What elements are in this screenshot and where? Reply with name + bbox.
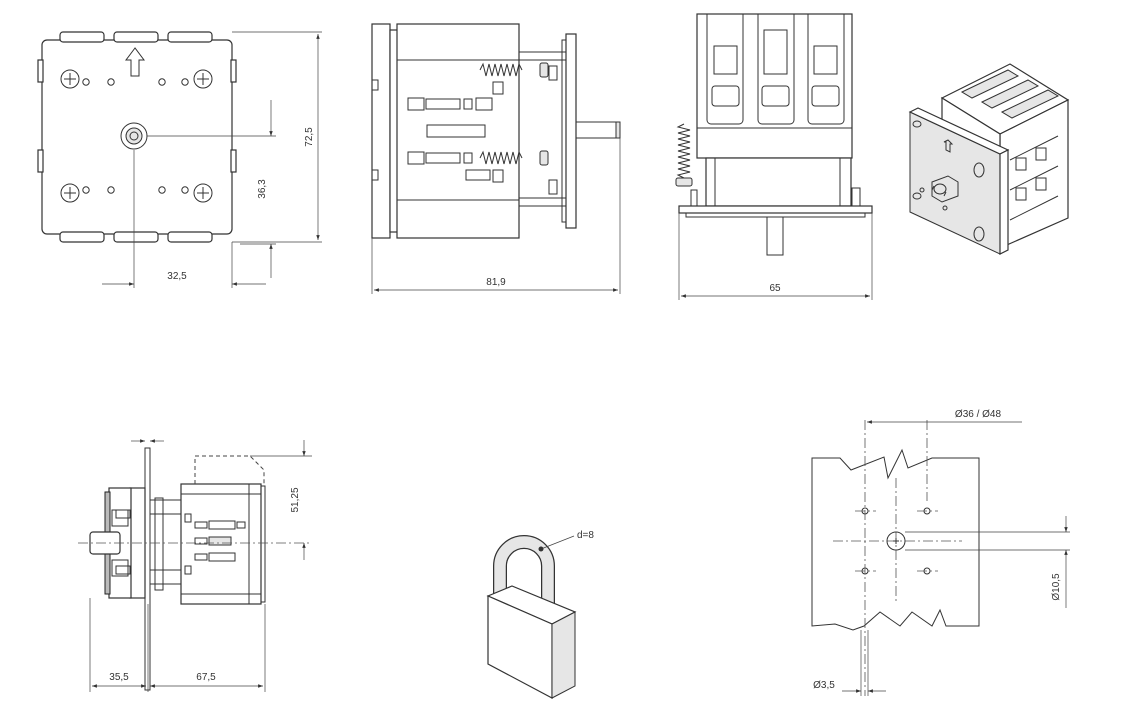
dimension-fix-hole: Ø3,5 bbox=[813, 680, 835, 691]
top-view bbox=[675, 13, 873, 300]
dimension-center-hole: Ø10,5 bbox=[1051, 573, 1062, 601]
screw-icon bbox=[479, 62, 549, 166]
dimension-front-height: 72,5 bbox=[304, 127, 315, 147]
screw-icon bbox=[675, 123, 693, 187]
dimension-drill-pattern: Ø36 / Ø48 bbox=[955, 409, 1002, 420]
dimension-front-center-width: 32,5 bbox=[167, 271, 187, 282]
isometric-view bbox=[908, 63, 1070, 255]
dimension-mount-rear-depth: 67,5 bbox=[196, 672, 216, 683]
dimension-front-center-height: 36,3 bbox=[257, 179, 268, 199]
mounting-view bbox=[78, 439, 312, 692]
screw-icon bbox=[60, 69, 213, 203]
padlock-icon bbox=[486, 535, 577, 699]
dimension-mount-height: 51,25 bbox=[290, 487, 301, 512]
dimension-padlock-shackle: d=8 bbox=[577, 530, 594, 541]
side-view bbox=[371, 23, 621, 294]
dimension-mount-front-depth: 35,5 bbox=[109, 672, 129, 683]
drill-template-view bbox=[811, 420, 1070, 696]
dimension-top-width: 65 bbox=[769, 283, 781, 294]
dimension-side-depth: 81,9 bbox=[486, 277, 506, 288]
front-view bbox=[37, 31, 322, 288]
